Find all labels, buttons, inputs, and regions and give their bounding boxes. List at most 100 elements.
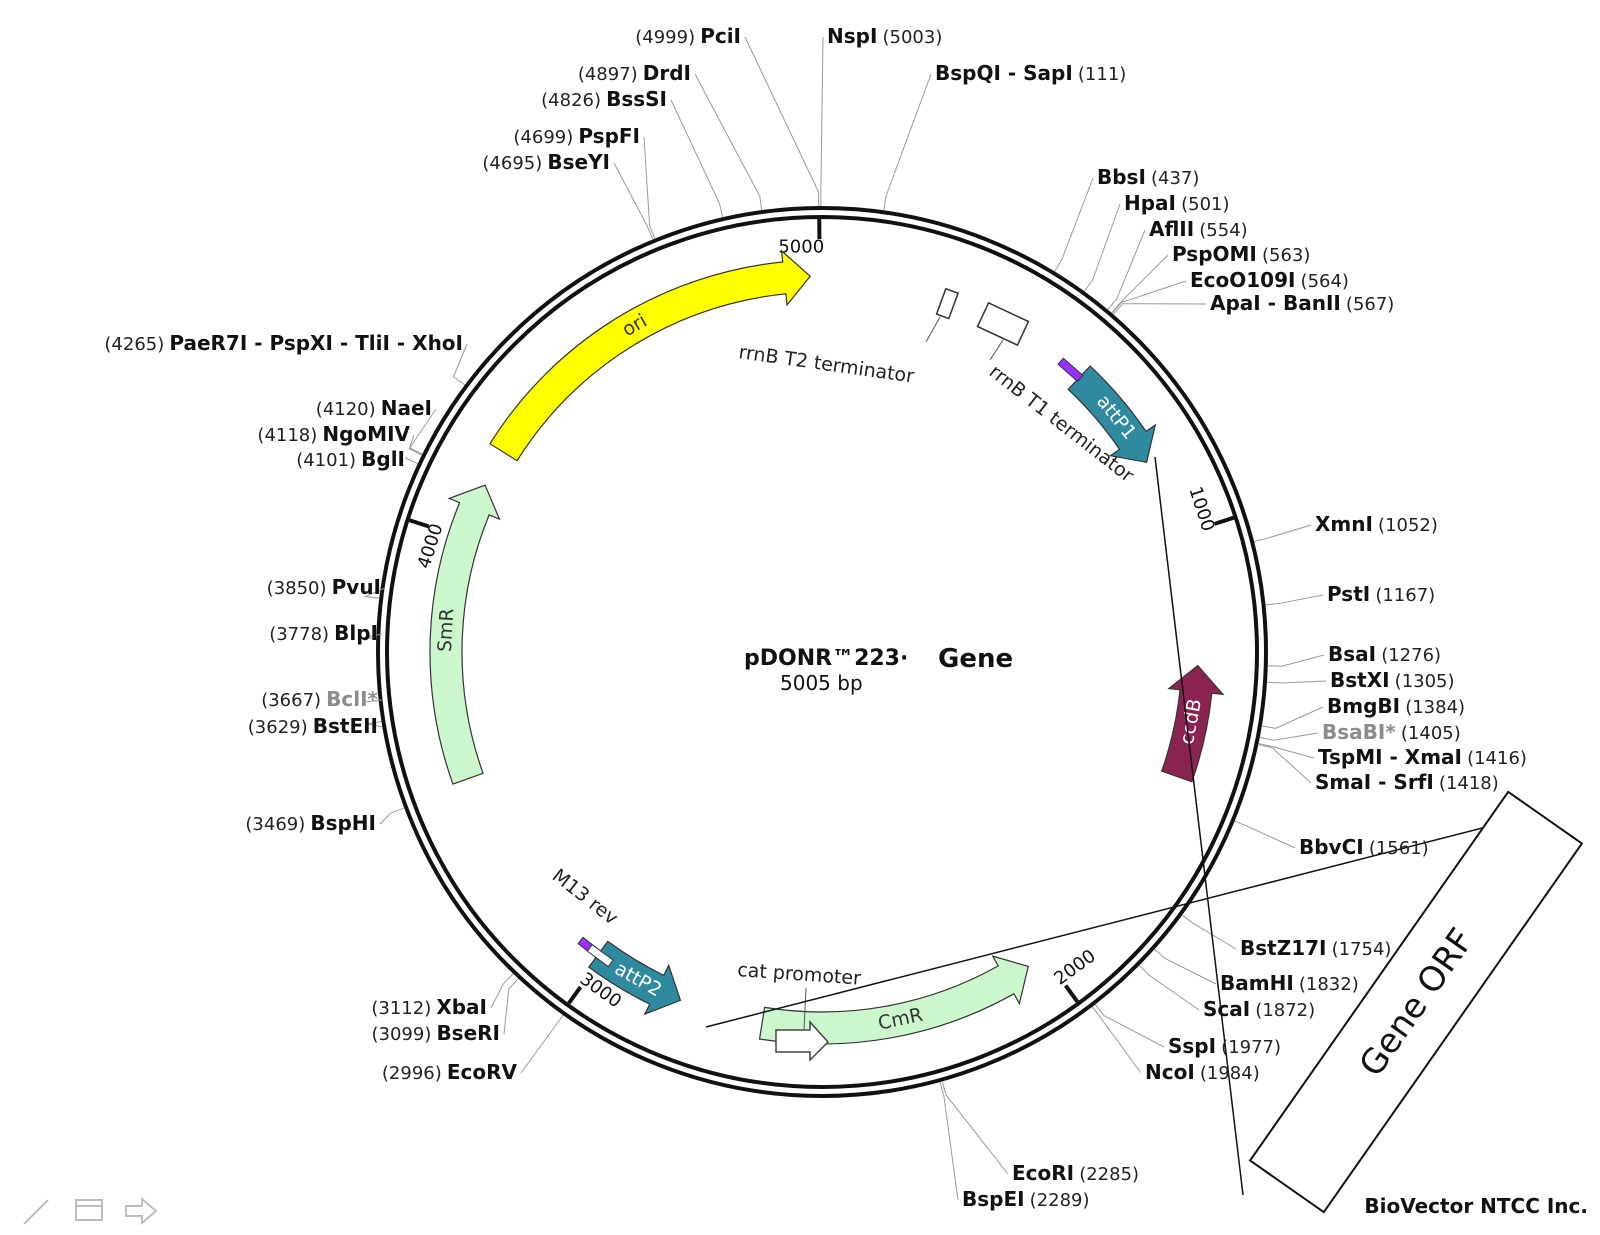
site-position: (4826)	[541, 90, 601, 111]
leader-smai-srfi-1418	[1258, 744, 1312, 784]
rrnb-t2-box	[935, 287, 959, 320]
site-position: (554)	[1199, 220, 1247, 241]
site-name: ApaI - BanII	[1210, 291, 1341, 315]
arrow-right-icon[interactable]	[125, 1196, 158, 1226]
site-name: BglI	[361, 447, 405, 471]
leader-bspei-2289	[939, 1081, 959, 1201]
leader-bgli-4101	[404, 457, 418, 465]
site-bspei: BspEI (2289)	[962, 1187, 1090, 1211]
cat-promoter-arrow	[775, 1020, 830, 1062]
site-bseri: (3099) BseRI	[371, 1021, 500, 1045]
site-bgli: (4101) BglI	[296, 447, 405, 471]
site-position: (2289)	[1030, 1190, 1090, 1211]
leader-drdi-4897	[694, 73, 763, 211]
label-cat-promoter: cat promoter	[737, 959, 862, 990]
site-name: EcoRI	[1012, 1161, 1074, 1185]
site-position: (1305)	[1395, 671, 1455, 692]
site-bcli: (3667) BclI*	[261, 687, 378, 711]
leader-pspfi-4699	[643, 136, 656, 239]
site-position: (4120)	[316, 399, 376, 420]
site-position: (1977)	[1221, 1037, 1281, 1058]
leader-bstz17i-1754	[1181, 914, 1237, 950]
site-hpai: HpaI (501)	[1124, 191, 1230, 215]
site-name: PaeR7I - PspXI - TliI - XhoI	[169, 331, 463, 355]
site-name: BspEI	[962, 1187, 1025, 1211]
tick-label-1000: 1000	[1184, 484, 1218, 534]
site-position: (2996)	[382, 1063, 442, 1084]
feature-ori	[489, 249, 812, 462]
plasmid-title: pDONR™223·	[744, 646, 908, 671]
site-position: (3629)	[248, 717, 308, 738]
site-ecori: EcoRI (2285)	[1012, 1161, 1139, 1185]
site-name: AflII	[1149, 217, 1194, 241]
site-pvui: (3850) PvuI	[267, 575, 381, 599]
site-bsai: BsaI (1276)	[1328, 642, 1441, 666]
label-rrnb-t2: rrnB T2 terminator	[737, 341, 915, 387]
pencil-icon[interactable]	[23, 1199, 49, 1225]
site-nspi: NspI (5003)	[827, 24, 942, 48]
leader-bseri-3099	[503, 978, 519, 1035]
plasmid-size: 5005 bp	[780, 671, 863, 695]
site-position: (1052)	[1378, 515, 1438, 536]
site-position: (1416)	[1467, 748, 1527, 769]
leader-bseyi-4695	[613, 162, 654, 240]
leader-bbsi-437	[1054, 177, 1094, 272]
site-name: PspOMI	[1172, 242, 1257, 266]
site-position: (2285)	[1079, 1164, 1139, 1185]
window-icon[interactable]	[75, 1199, 103, 1221]
site-position: (1984)	[1200, 1063, 1260, 1084]
site-position: (567)	[1346, 294, 1394, 315]
leader-sspi-1977	[1094, 1004, 1165, 1048]
site-name: BclI*	[326, 687, 378, 711]
backbone-inner	[385, 215, 1259, 1089]
site-name: NaeI	[381, 396, 432, 420]
site-position: (1418)	[1439, 773, 1499, 794]
site-bmgbi: BmgBI (1384)	[1327, 694, 1465, 718]
site-bsssi: (4826) BssSI	[541, 87, 667, 111]
leader-aflii-554	[1107, 229, 1146, 310]
feature-cmr	[758, 955, 1029, 1045]
site-name: BstZ17I	[1240, 936, 1326, 960]
site-position: (5003)	[883, 27, 943, 48]
leader-bsssi-4826	[670, 99, 724, 218]
tick-mark-2000	[1063, 984, 1080, 1003]
site-position: (4699)	[513, 127, 573, 148]
leader-psti-1167	[1265, 594, 1324, 606]
leader-ecori-2285	[941, 1081, 1009, 1175]
site-position: (501)	[1181, 194, 1229, 215]
company-footer: BioVector NTCC Inc.	[1364, 1194, 1588, 1218]
site-position: (4695)	[482, 153, 542, 174]
site-blpi: (3778) BlpI	[269, 621, 378, 645]
site-position: (3099)	[371, 1024, 431, 1045]
site-name: BssSI	[606, 87, 667, 111]
site-name: BbsI	[1097, 165, 1146, 189]
site-position: (3778)	[269, 624, 329, 645]
leader-lines	[362, 36, 1327, 1201]
leader-bmgbi-1384	[1261, 706, 1324, 729]
site-name: PvuI	[332, 575, 381, 599]
site-pspomi: PspOMI (563)	[1172, 242, 1310, 266]
site-name: EcoO109I	[1190, 268, 1295, 292]
gene-orf-rect	[1248, 790, 1584, 1214]
rrnb-t1-connector	[989, 339, 1004, 361]
site-position: (3112)	[371, 998, 431, 1019]
site-bsphi: (3469) BspHI	[245, 811, 376, 835]
leader-bamhi-1832	[1154, 948, 1217, 985]
leader-blpi-3778	[362, 633, 383, 639]
site-position: (564)	[1301, 271, 1349, 292]
site-bseyi: (4695) BseYI	[482, 150, 610, 174]
site-xmni: XmnI (1052)	[1315, 512, 1438, 536]
label-m13-rev: M13 rev	[548, 865, 622, 930]
insert-projection-lower	[705, 814, 1534, 1028]
site-name: XbaI	[436, 995, 487, 1019]
leader-bbvci-1561	[1234, 820, 1296, 849]
site-name: BspHI	[310, 811, 376, 835]
tick-mark-3000	[567, 985, 583, 1005]
site-name: HpaI	[1124, 191, 1176, 215]
leader-pvui-3850	[363, 587, 386, 599]
leader-ecorv-2996	[520, 1014, 564, 1074]
site-bstz17i: BstZ17I (1754)	[1240, 936, 1391, 960]
leader-pcii-4999	[744, 36, 820, 207]
site-name: BstXI	[1330, 668, 1390, 692]
